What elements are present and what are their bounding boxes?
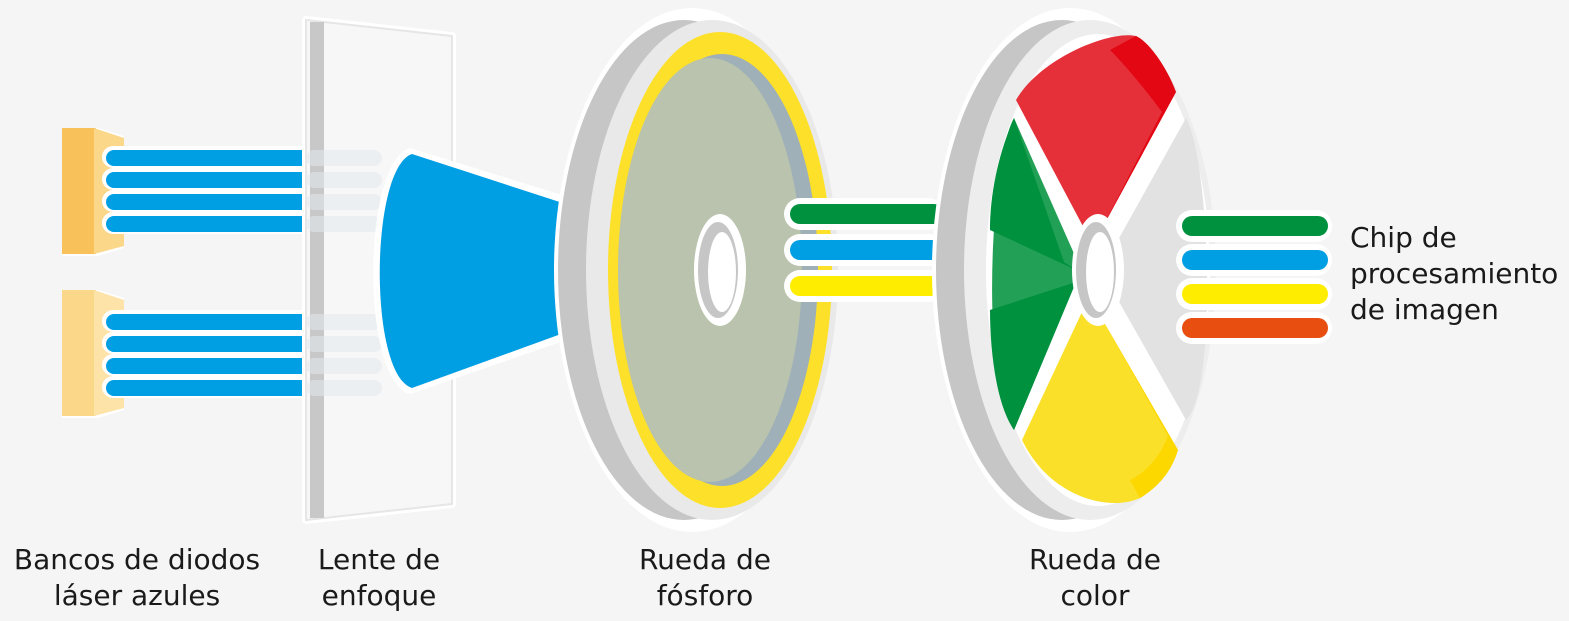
laser-bank-top	[62, 128, 312, 256]
label-focus-lens: Lente de enfoque	[317, 543, 441, 612]
laser-bank-bottom	[62, 290, 312, 418]
phosphor-wheel	[554, 8, 944, 532]
label-color-wheel: Rueda de color	[1028, 543, 1161, 612]
green-segment	[990, 118, 1076, 430]
lens-beam-traces	[306, 150, 382, 396]
beam-green-out	[1182, 216, 1328, 236]
label-laser-banks: Bancos de diodos láser azules	[13, 543, 261, 612]
beam-yellow-out	[1182, 284, 1328, 304]
red-segment	[1016, 35, 1176, 232]
chip-input-beams	[1176, 210, 1332, 344]
label-phosphor-wheel: Rueda de fósforo	[638, 543, 771, 612]
beam-yellow	[790, 276, 944, 296]
label-image-chip: Chip de procesamiento de imagen	[1350, 221, 1559, 326]
color-wheel	[932, 8, 1216, 532]
focus-lens	[302, 16, 578, 524]
beam-blue	[790, 240, 944, 260]
beam-orange-out	[1182, 318, 1328, 338]
beam-blue-out	[1182, 250, 1328, 270]
laser-beams-top	[102, 146, 312, 234]
phosphor-output-beams	[784, 198, 944, 302]
yellow-segment	[1022, 312, 1178, 504]
laser-beams-bottom	[102, 310, 312, 398]
laser-diode-banks	[62, 128, 312, 418]
beam-green	[790, 204, 944, 224]
